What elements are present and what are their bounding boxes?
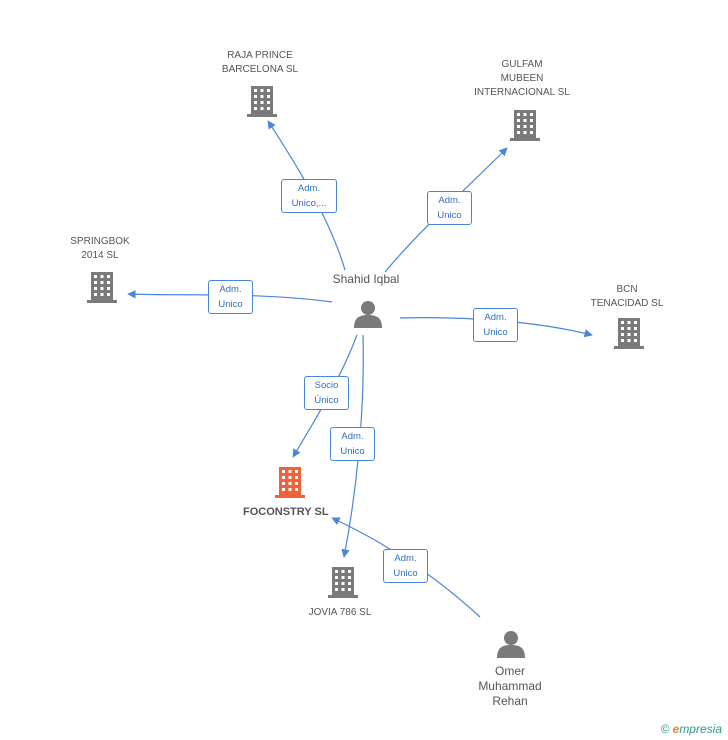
- company-label-springbok[interactable]: SPRINGBOK 2014 SL: [70, 236, 130, 261]
- edge-label-bcn[interactable]: Adm. Unico: [473, 308, 518, 342]
- company-label-raja[interactable]: RAJA PRINCE BARCELONA SL: [221, 50, 299, 75]
- building-icon[interactable]: [328, 567, 358, 598]
- edge-label-gulfam[interactable]: Adm. Unico: [427, 191, 472, 225]
- building-icon[interactable]: [247, 86, 277, 117]
- edge-label-omer-foconstry[interactable]: Adm. Unico: [383, 549, 428, 583]
- company-label-jovia[interactable]: JOVIA 786 SL: [308, 607, 372, 618]
- company-label-bcn[interactable]: BCN TENACIDAD SL: [590, 284, 664, 309]
- copyright-icon: ©: [660, 722, 670, 736]
- company-label-foconstry[interactable]: FOCONSTRY SL: [243, 506, 329, 518]
- building-icon[interactable]: [614, 318, 644, 349]
- building-icon[interactable]: [275, 467, 305, 498]
- edge-label-foconstry-socio[interactable]: Socio Único: [304, 376, 349, 410]
- person-label-omer[interactable]: Omer Muhammad Rehan: [478, 664, 542, 708]
- person-icon[interactable]: [497, 631, 525, 658]
- company-label-gulfam[interactable]: GULFAM MUBEEN INTERNACIONAL SL: [474, 59, 570, 98]
- edge-label-springbok[interactable]: Adm. Unico: [208, 280, 253, 314]
- brand-logo[interactable]: ©empresia: [660, 722, 722, 736]
- building-icon[interactable]: [510, 110, 540, 141]
- person-icon[interactable]: [354, 301, 382, 328]
- edge-label-raja[interactable]: Adm. Unico,...: [281, 179, 337, 213]
- person-label-shahid[interactable]: Shahid Iqbal: [332, 272, 400, 286]
- building-icon[interactable]: [87, 272, 117, 303]
- edge-label-jovia[interactable]: Adm. Unico: [330, 427, 375, 461]
